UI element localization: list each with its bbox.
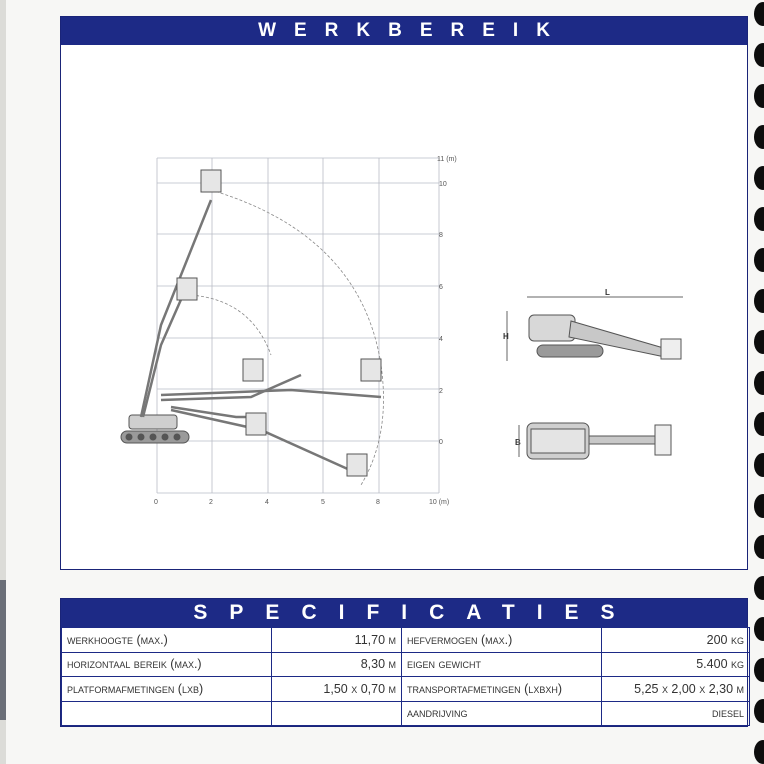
spec-value	[271, 700, 402, 726]
specificaties-title: SPECIFICATIES	[61, 599, 747, 627]
spec-value: 200 KG	[601, 627, 750, 653]
spec-label: AANDRIJVING	[401, 700, 602, 726]
x-tick-5: 5	[321, 499, 325, 506]
binding-hole	[754, 535, 764, 559]
spiral-binding	[742, 0, 764, 764]
binding-hole	[754, 576, 764, 600]
specificaties-panel: SPECIFICATIES WERKHOOGTE (MAX.) 11,70 M …	[60, 598, 750, 727]
werkbereik-title: WERKBEREIK	[61, 17, 747, 45]
spec-value: DIESEL	[601, 700, 750, 726]
spec-value: 11,70 M	[271, 627, 402, 653]
x-tick-8: 8	[376, 499, 380, 506]
dim-label-b: B	[515, 438, 521, 447]
working-range-diagram: 0 2 4 6 8 10 11 (m) 0 2 4 5 8 10 (m)	[120, 156, 683, 506]
binding-hole	[754, 330, 764, 354]
y-tick-8: 8	[439, 232, 443, 239]
binding-hole	[754, 166, 764, 190]
spec-value: 5,25 x 2,00 x 2,30 M	[601, 676, 750, 702]
x-tick-4: 4	[265, 499, 269, 506]
binding-hole	[754, 371, 764, 395]
page-left-strip	[0, 580, 6, 720]
y-tick-4: 4	[439, 336, 443, 343]
y-tick-10: 10	[439, 181, 447, 188]
spec-label: HORIZONTAAL BEREIK (MAX.)	[61, 651, 272, 677]
table-row: WERKHOOGTE (MAX.) 11,70 M HEFVERMOGEN (M…	[61, 627, 750, 653]
binding-hole	[754, 207, 764, 231]
x-tick-2: 2	[209, 499, 213, 506]
y-tick-0: 0	[439, 439, 443, 446]
y-tick-6: 6	[439, 284, 443, 291]
binding-hole	[754, 453, 764, 477]
spec-value: 8,30 M	[271, 651, 402, 677]
spec-label: EIGEN GEWICHT	[401, 651, 602, 677]
binding-hole	[754, 412, 764, 436]
binding-hole	[754, 699, 764, 723]
binding-hole	[754, 43, 764, 67]
x-tick-0: 0	[154, 499, 158, 506]
spec-label: HEFVERMOGEN (MAX.)	[401, 627, 602, 653]
binding-hole	[754, 658, 764, 682]
reach-envelope	[190, 189, 384, 486]
x-tick-10: 10 (m)	[429, 499, 449, 506]
y-tick-2: 2	[439, 388, 443, 395]
binding-hole	[754, 617, 764, 641]
range-grid	[156, 157, 440, 494]
table-row: AANDRIJVING DIESEL	[61, 700, 750, 726]
table-row: PLATFORMAFMETINGEN (LxB) 1,50 x 0,70 M T…	[61, 676, 750, 702]
machine-base-side	[120, 414, 190, 444]
table-row: HORIZONTAAL BEREIK (MAX.) 8,30 M EIGEN G…	[61, 651, 750, 677]
spec-label: TRANSPORTAFMETINGEN (LxBxH)	[401, 676, 602, 702]
spec-value: 5.400 KG	[601, 651, 750, 677]
dim-label-h: H	[503, 332, 509, 341]
spec-value: 1,50 x 0,70 M	[271, 676, 402, 702]
binding-hole	[754, 248, 764, 272]
transport-side-view	[506, 296, 683, 361]
binding-hole	[754, 2, 764, 26]
binding-hole	[754, 84, 764, 108]
werkbereik-panel: WERKBEREIK 0 2 4 6 8 10 11 (m)	[60, 16, 748, 570]
platform-baskets	[176, 169, 382, 477]
binding-hole	[754, 740, 764, 764]
page-left-edge	[0, 0, 6, 764]
binding-hole	[754, 125, 764, 149]
spec-label	[61, 700, 272, 726]
spec-label: PLATFORMAFMETINGEN (LxB)	[61, 676, 272, 702]
y-tick-11: 11 (m)	[437, 156, 457, 163]
dim-label-l: L	[605, 288, 610, 297]
spec-label: WERKHOOGTE (MAX.)	[61, 627, 272, 653]
binding-hole	[754, 289, 764, 313]
transport-top-view	[518, 422, 672, 460]
binding-hole	[754, 494, 764, 518]
specs-table: WERKHOOGTE (MAX.) 11,70 M HEFVERMOGEN (M…	[61, 627, 750, 726]
